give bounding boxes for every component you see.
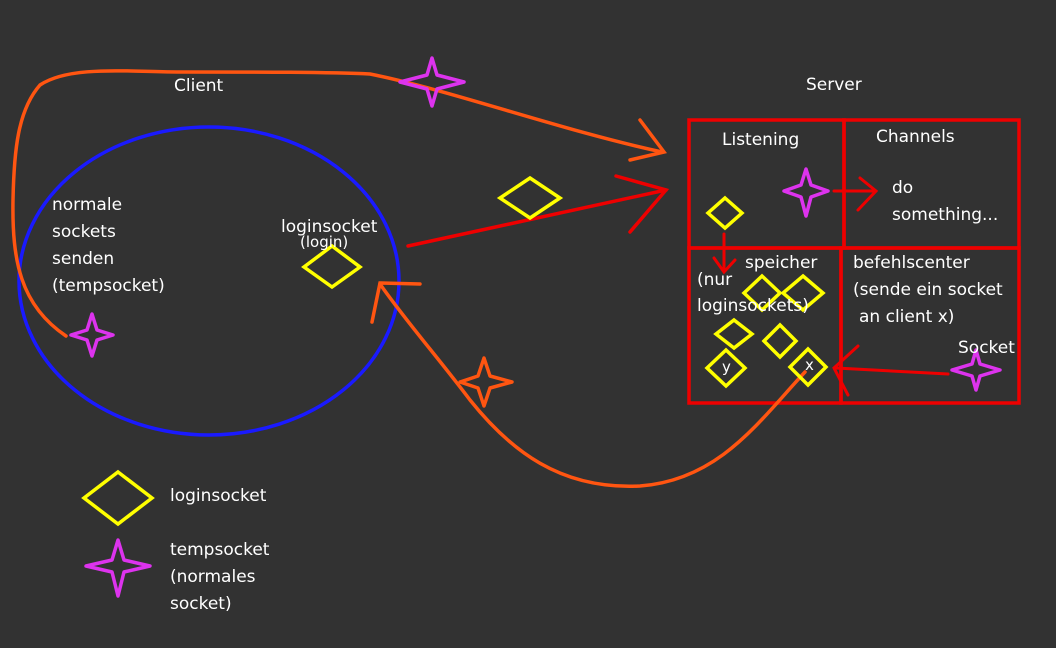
loginsocket-route-arrow [406, 174, 670, 248]
speicher-diamond-4 [761, 322, 799, 360]
do-something-line2: something... [892, 205, 999, 225]
socket-label: Socket [958, 338, 1015, 358]
listening-label: Listening [722, 130, 800, 150]
client-loginsocket-diamond [301, 243, 363, 290]
client-ellipse [17, 125, 401, 437]
listening-tempsocket-star [782, 167, 830, 218]
listening-loginsocket-diamond [705, 195, 745, 231]
server-box [687, 118, 1021, 405]
server-title: Server [806, 75, 862, 95]
travelling-tempsocket-star [398, 56, 466, 108]
legend-loginsocket-diamond [81, 469, 155, 527]
server-internal-arrows [712, 176, 950, 397]
return-arrow [370, 281, 807, 488]
loginsocket-diamonds [81, 175, 829, 527]
channels-label: Channels [876, 127, 955, 147]
speicher-diamond-1 [741, 273, 783, 313]
do-something-line1: do [892, 178, 914, 198]
speicher-diamond-y [704, 347, 748, 389]
speicher-diamond-2 [780, 273, 826, 313]
speicher-note-line2: loginsockets) [697, 296, 809, 316]
tempsocket-route-arrow [11, 69, 668, 338]
befehlscenter-to-x-arrow [834, 366, 950, 376]
speicher-label: speicher [745, 253, 818, 273]
befehlscenter-box [839, 246, 1021, 405]
speicher-note-line1: (nur [697, 270, 733, 290]
slot-x-label: x [805, 356, 814, 374]
client-login-label: (login) [300, 233, 349, 251]
client-loginsocket-label: loginsocket [281, 217, 378, 237]
client-title: Client [174, 76, 224, 96]
befehlscenter-line1: befehlscenter [853, 253, 970, 273]
befehlscenter-tempsocket-star [950, 348, 1002, 392]
client-tempsocket-star [69, 312, 115, 358]
returning-socket-star [458, 356, 514, 408]
slot-y-label: y [722, 358, 731, 376]
travelling-loginsocket-diamond [496, 175, 564, 221]
tempsocket-stars [69, 56, 1002, 598]
legend-loginsocket-label: loginsocket [170, 486, 267, 506]
speicher-diamond-3 [713, 317, 755, 351]
befehlscenter-line3: an client x) [859, 307, 955, 327]
befehlscenter-line2: (sende ein socket [853, 280, 1003, 300]
speicher-diamond-x [787, 346, 829, 388]
legend-tempsocket-star [84, 538, 152, 598]
